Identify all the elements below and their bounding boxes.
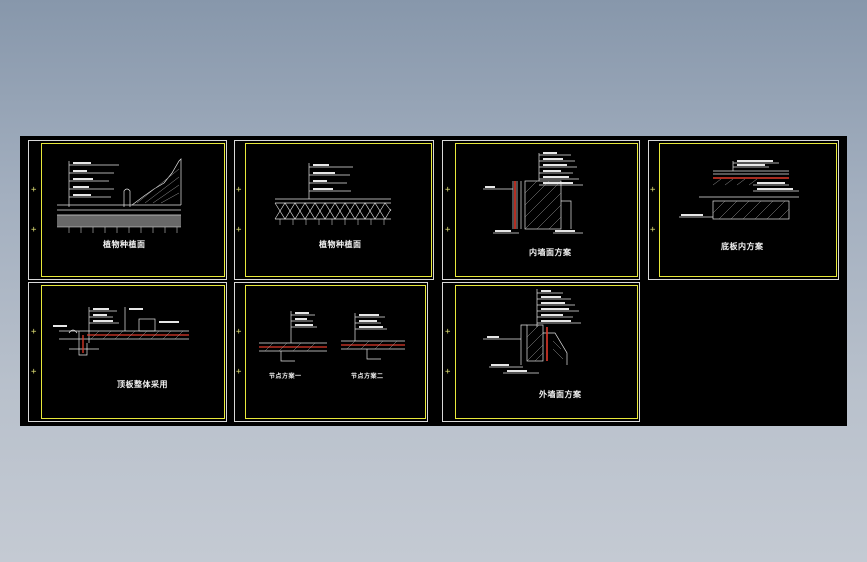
frame-marker: + — [236, 225, 242, 235]
frame-marker: + — [650, 185, 656, 195]
drawing-sheet-node-options[interactable]: + + — [234, 282, 428, 422]
roof-slab-detail — [53, 307, 189, 356]
drawing-sheet-inner-wall[interactable]: + + — [442, 140, 640, 280]
sheet-title: 植物种植面 — [103, 239, 146, 249]
frame-marker: + — [236, 367, 242, 377]
title-frame — [659, 143, 837, 277]
cad-model-viewport[interactable]: + + — [20, 136, 847, 426]
frame-marker: + — [445, 367, 451, 377]
frame-marker: + — [31, 185, 37, 195]
inner-wall-detail — [483, 152, 583, 234]
sheet-title-option-1: 节点方案一 — [269, 373, 302, 380]
node-options-detail — [259, 311, 405, 362]
sheet-title: 顶板整体采用 — [117, 379, 168, 389]
sheet-title: 外墙面方案 — [539, 389, 582, 399]
frame-marker: + — [31, 225, 37, 235]
frame-marker: + — [445, 225, 451, 235]
drawing-sheet-base-slab[interactable]: + + — [648, 140, 839, 280]
drawing-sheet-planting-roof-1[interactable]: + + — [28, 140, 227, 280]
title-frame — [245, 143, 432, 277]
frame-marker: + — [31, 367, 37, 377]
sheet-title: 内墙面方案 — [529, 247, 572, 257]
frame-marker: + — [650, 225, 656, 235]
title-frame — [245, 285, 426, 419]
title-frame — [41, 143, 225, 277]
title-frame — [455, 143, 638, 277]
title-frame — [41, 285, 225, 419]
drawing-sheet-planting-roof-2[interactable]: + + — [234, 140, 434, 280]
planting-roof-detail-1 — [57, 158, 182, 233]
drawing-sheet-roof-slab[interactable]: + + — [28, 282, 227, 422]
frame-marker: + — [236, 185, 242, 195]
planting-roof-detail-2 — [274, 163, 392, 225]
title-frame — [455, 285, 638, 419]
drawing-sheet-outer-wall[interactable]: + + — [442, 282, 640, 422]
base-slab-detail — [679, 160, 799, 220]
frame-marker: + — [31, 327, 37, 337]
frame-marker: + — [445, 327, 451, 337]
sheet-title: 植物种植面 — [319, 239, 362, 249]
frame-marker: + — [236, 327, 242, 337]
outer-wall-detail — [483, 289, 581, 374]
sheet-title: 底板内方案 — [721, 241, 764, 251]
frame-marker: + — [445, 185, 451, 195]
sheet-title-option-2: 节点方案二 — [351, 373, 384, 380]
